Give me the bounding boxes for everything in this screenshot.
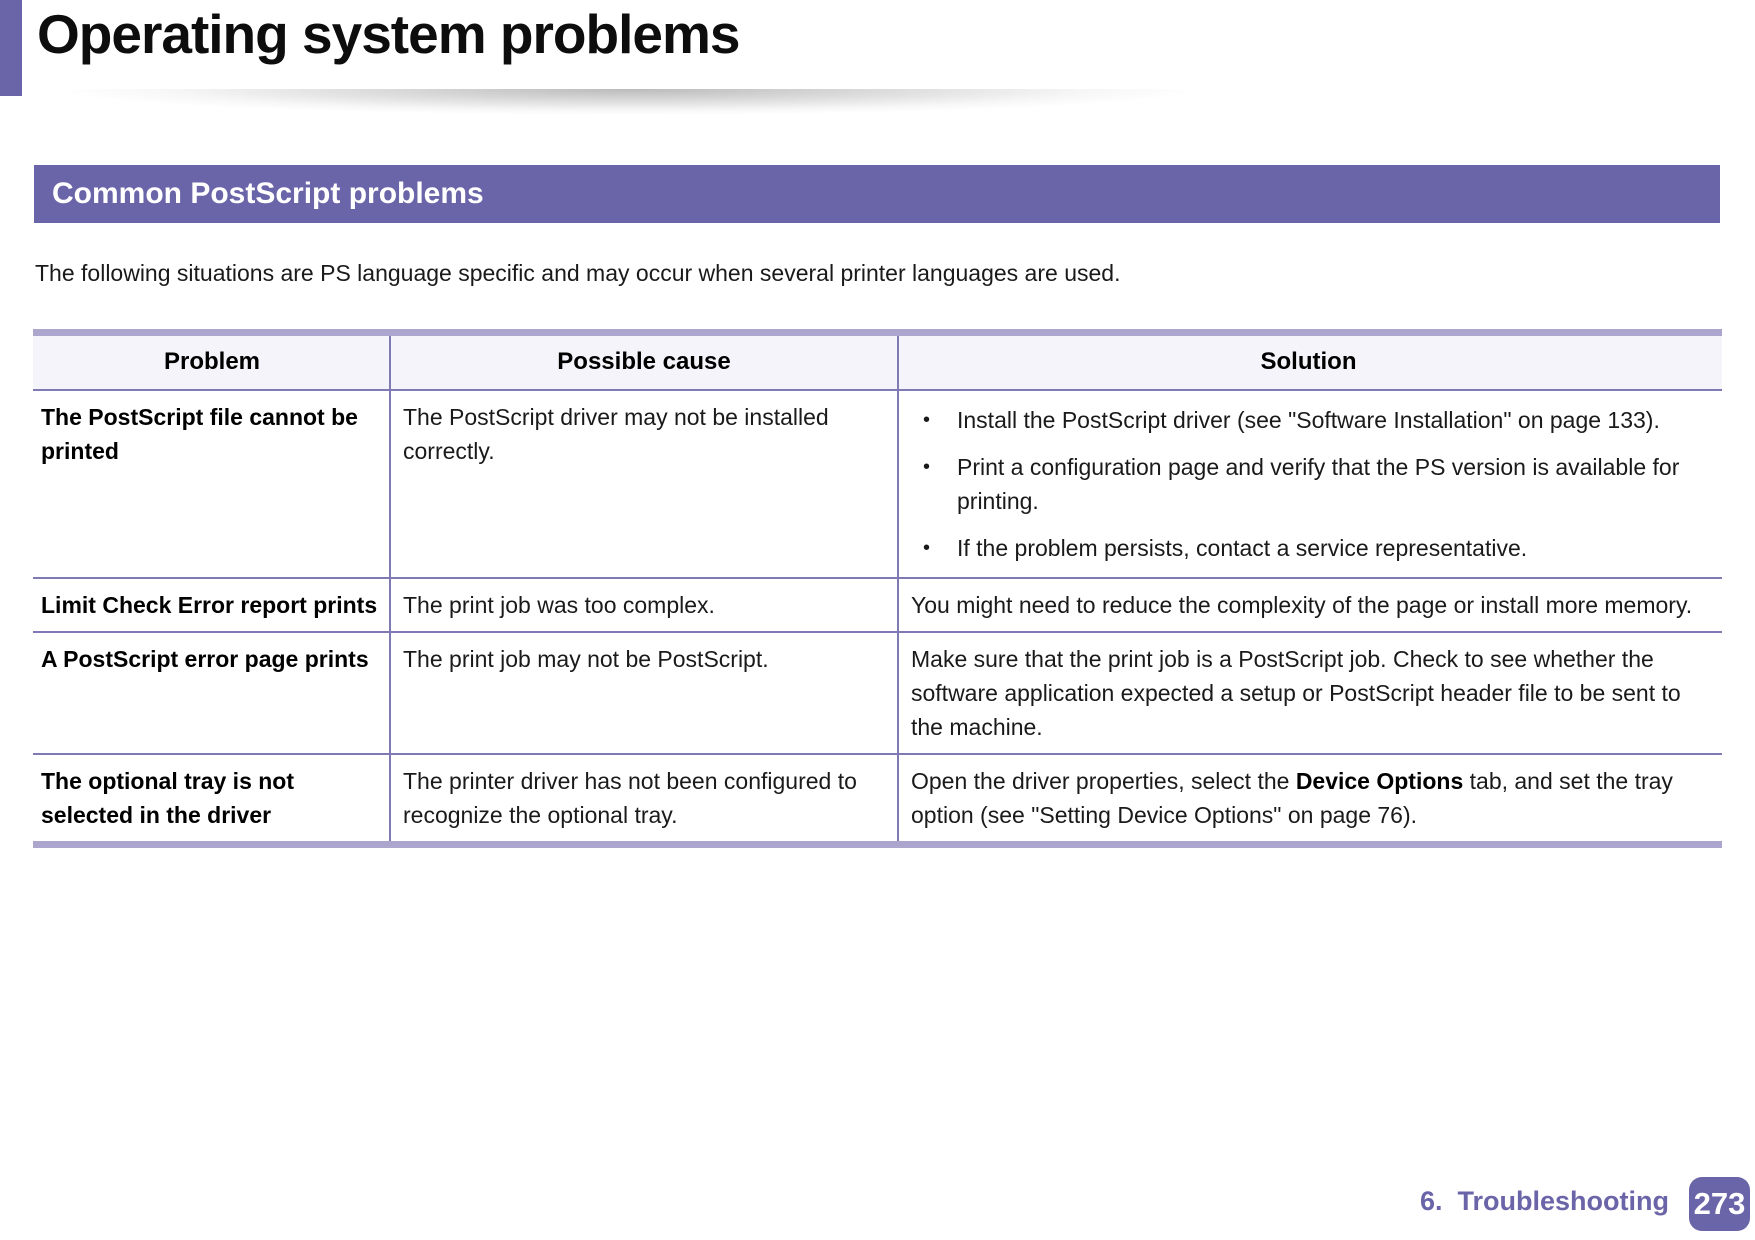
solution-list-item: • Print a configuration page and verify …: [923, 450, 1714, 518]
problem-cell: A PostScript error page prints: [41, 646, 369, 672]
cause-cell: The PostScript driver may not be install…: [389, 391, 897, 577]
solution-list-item-text: Install the PostScript driver (see "Soft…: [957, 407, 1660, 433]
table-row-limit-check: Limit Check Error report prints The prin…: [33, 577, 1722, 631]
page-title: Operating system problems: [37, 3, 740, 65]
bullet-icon: •: [923, 537, 931, 559]
solution-cell: Open the driver properties, select the D…: [897, 755, 1722, 841]
postscript-problems-table: Problem Possible cause Solution The Post…: [33, 329, 1722, 848]
cause-cell: The print job was too complex.: [389, 579, 897, 631]
bullet-icon: •: [923, 409, 931, 431]
title-shadow-divider: [28, 89, 1493, 115]
table-header-row: Problem Possible cause Solution: [33, 336, 1722, 389]
page-number-badge: 273: [1689, 1177, 1750, 1231]
section-title: Common PostScript problems: [52, 177, 484, 210]
column-header-problem: Problem: [33, 336, 389, 389]
section-banner: Common PostScript problems: [34, 165, 1720, 223]
intro-paragraph: The following situations are PS language…: [35, 260, 1121, 286]
table-row-optional-tray: The optional tray is not selected in the…: [33, 753, 1722, 841]
page-number: 273: [1693, 1186, 1746, 1221]
title-accent-bar: [0, 0, 22, 96]
solution-list-item: • If the problem persists, contact a ser…: [923, 531, 1714, 565]
problem-cell: The PostScript file cannot be printed: [41, 404, 358, 464]
solution-bold-text: Device Options: [1295, 768, 1464, 794]
footer-chapter-label: 6. Troubleshooting: [1420, 1186, 1669, 1216]
solution-list-item-text: Print a configuration page and verify th…: [957, 454, 1680, 514]
problem-cell: Limit Check Error report prints: [41, 592, 378, 618]
solution-cell: • Install the PostScript driver (see "So…: [897, 391, 1722, 577]
bullet-icon: •: [923, 456, 931, 478]
solution-cell: Make sure that the print job is a PostSc…: [897, 633, 1722, 753]
solution-list-item-text: If the problem persists, contact a servi…: [957, 535, 1528, 561]
problem-cell: The optional tray is not selected in the…: [41, 768, 295, 828]
solution-text: tab, and set the tray option (see "Setti…: [911, 768, 1673, 828]
cause-cell: The print job may not be PostScript.: [389, 633, 897, 753]
table-row-error-page: A PostScript error page prints The print…: [33, 631, 1722, 753]
table-row-postscript-file: The PostScript file cannot be printed Th…: [33, 389, 1722, 577]
solution-text: Open the driver properties, select the: [911, 768, 1296, 794]
cause-cell: The printer driver has not been configur…: [389, 755, 897, 841]
solution-cell: You might need to reduce the complexity …: [897, 579, 1722, 631]
column-header-solution: Solution: [897, 336, 1722, 389]
column-header-possible-cause: Possible cause: [389, 336, 897, 389]
solution-list-item: • Install the PostScript driver (see "So…: [923, 403, 1714, 437]
